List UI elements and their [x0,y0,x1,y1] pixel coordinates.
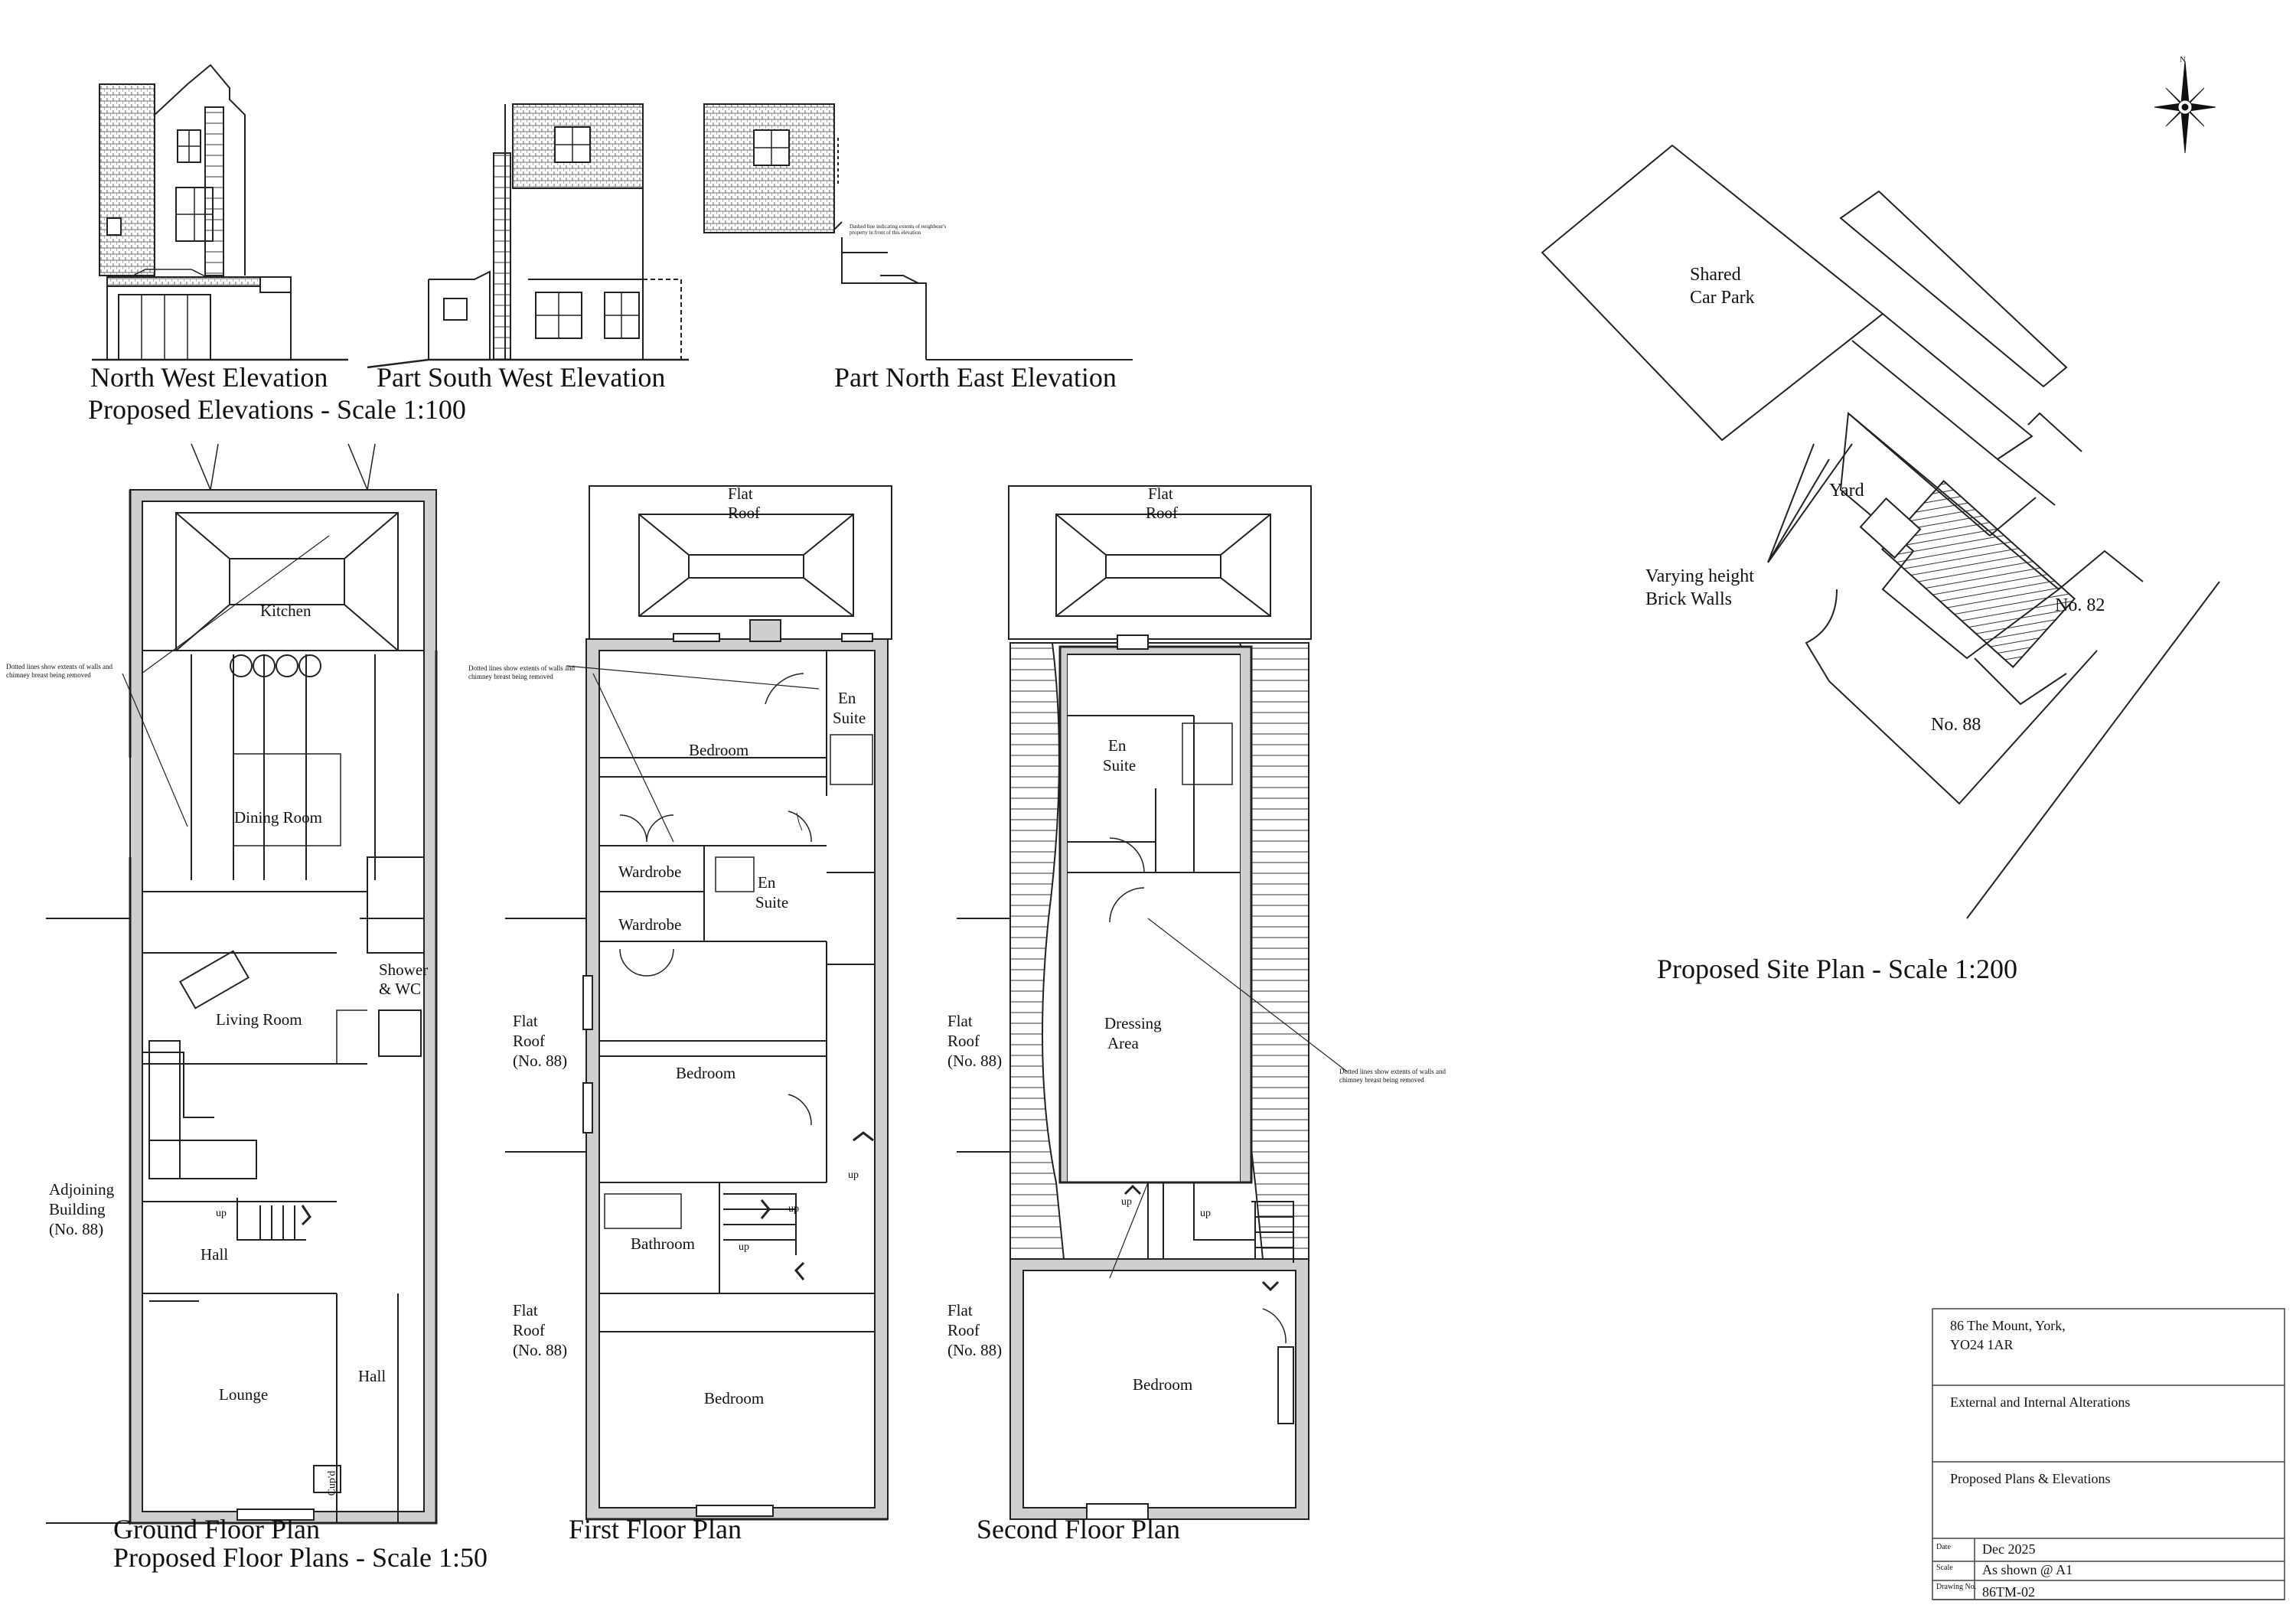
second-flat-roof-label-2: Roof [1146,504,1178,522]
first-stair-up-label-1: up [788,1203,799,1215]
site-plan [1541,144,2220,919]
second-side-roof-b-3: (No. 88) [947,1341,1003,1359]
brick-walls-label-2: Brick Walls [1645,589,1732,609]
drawing-number-field-label: Drawing No. [1936,1583,1977,1591]
ground-removed-walls-note: Dotted lines show extents of walls and c… [6,663,113,679]
first-bedroom-3-label: Bedroom [704,1389,765,1407]
date-field-label: Date [1936,1543,1951,1551]
project-description: External and Internal Alterations [1950,1394,2131,1410]
first-en-suite-1-label-a: En [838,689,856,707]
shower-wc-label-1: Shower [379,961,429,979]
bathroom-label: Bathroom [631,1235,695,1253]
first-bedroom-1-label: Bedroom [689,741,749,759]
north-compass-icon [2154,60,2216,154]
first-flat-roof-label-2: Roof [728,504,760,522]
ground-floor-plan [46,443,438,1525]
lounge-label: Lounge [219,1385,269,1404]
first-side-roof-b-2: Roof [513,1321,545,1339]
second-side-roof-a-3: (No. 88) [947,1052,1003,1070]
elevations-scale-title: Proposed Elevations - Scale 1:100 [88,394,466,425]
dining-room-label: Dining Room [234,808,322,827]
first-side-roof-a-1: Flat [513,1012,538,1030]
car-park-label-1: Shared [1690,265,1741,285]
scale-field-label: Scale [1936,1564,1953,1572]
address-line-2: YO24 1AR [1950,1337,2014,1352]
hall-label-2: Hall [358,1367,386,1385]
living-room-label: Living Room [216,1010,302,1029]
first-bedroom-2-label: Bedroom [676,1064,736,1082]
second-side-roof-b-1: Flat [947,1301,973,1319]
north-east-elevation-title: Part North East Elevation [834,362,1117,393]
first-floor-plan-title: First Floor Plan [569,1514,742,1544]
stair-up-label: up [216,1208,227,1219]
first-side-roof-b-1: Flat [513,1301,538,1319]
first-side-roof-b-3: (No. 88) [513,1341,568,1359]
compass-north-label: N [2180,55,2186,64]
second-side-roof-b-2: Roof [947,1321,980,1339]
first-side-roof-a-2: Roof [513,1032,545,1050]
south-west-elevation [367,103,689,369]
shower-wc-label-2: & WC [379,980,422,998]
address-line-1: 86 The Mount, York, [1950,1318,2066,1333]
first-stair-up-label-3: up [848,1169,859,1181]
ground-floor-plan-title: Ground Floor Plan [113,1514,320,1544]
south-west-elevation-title: Part South West Elevation [377,362,666,393]
no-82-label: No. 82 [2055,595,2105,615]
second-removed-walls-note: Dotted lines show extents of walls and c… [1339,1068,1446,1084]
first-en-suite-2-label-a: En [758,873,776,892]
drawing-number-value: 86TM-02 [1982,1584,2035,1600]
wardrobe-1-label: Wardrobe [618,863,682,881]
second-bedroom-label: Bedroom [1133,1375,1193,1394]
second-flat-roof-label-1: Flat [1148,484,1173,503]
date-value: Dec 2025 [1982,1541,2036,1557]
cupboard-label: Cup'd [326,1470,338,1496]
title-block [1932,1308,2285,1600]
kitchen-label: Kitchen [260,602,311,620]
first-floor-plan [505,485,892,1521]
dressing-area-label-a: Dressing [1104,1014,1162,1032]
adjoining-label-2: Building [49,1200,106,1218]
second-stair-up-label-2: up [1200,1208,1211,1219]
first-en-suite-1-label-b: Suite [833,709,866,727]
north-west-elevation [92,64,348,361]
yard-label: Yard [1829,481,1864,501]
second-en-suite-label-b: Suite [1103,756,1137,775]
second-stair-up-label-1: up [1121,1196,1132,1208]
second-side-roof-a-1: Flat [947,1012,973,1030]
second-floor-plan-title: Second Floor Plan [977,1514,1180,1544]
car-park-label-2: Car Park [1690,288,1755,308]
floor-plans-scale-title: Proposed Floor Plans - Scale 1:50 [113,1542,488,1573]
first-en-suite-2-label-b: Suite [755,893,789,912]
first-flat-roof-label-1: Flat [728,484,753,503]
second-side-roof-a-2: Roof [947,1032,980,1050]
first-stair-up-label-2: up [739,1241,749,1253]
north-west-elevation-title: North West Elevation [90,362,328,393]
adjoining-label-1: Adjoining [49,1180,115,1199]
neighbour-note: Dashed line indicating extents of neighb… [850,223,947,236]
hall-label: Hall [201,1245,229,1264]
brick-walls-label-1: Varying height [1645,566,1754,586]
second-en-suite-label-a: En [1108,736,1127,755]
first-removed-walls-note: Dotted lines show extents of walls and c… [468,664,575,680]
first-side-roof-a-3: (No. 88) [513,1052,568,1070]
dressing-area-label-b: Area [1107,1034,1139,1052]
second-floor-plan [957,485,1348,1520]
site-plan-title: Proposed Site Plan - Scale 1:200 [1657,954,2017,984]
wardrobe-2-label: Wardrobe [618,915,682,934]
scale-value: As shown @ A1 [1982,1562,2073,1577]
drawing-title: Proposed Plans & Elevations [1950,1471,2111,1486]
no-88-label: No. 88 [1931,715,1981,735]
north-east-elevation [703,103,1133,360]
adjoining-label-3: (No. 88) [49,1220,104,1238]
